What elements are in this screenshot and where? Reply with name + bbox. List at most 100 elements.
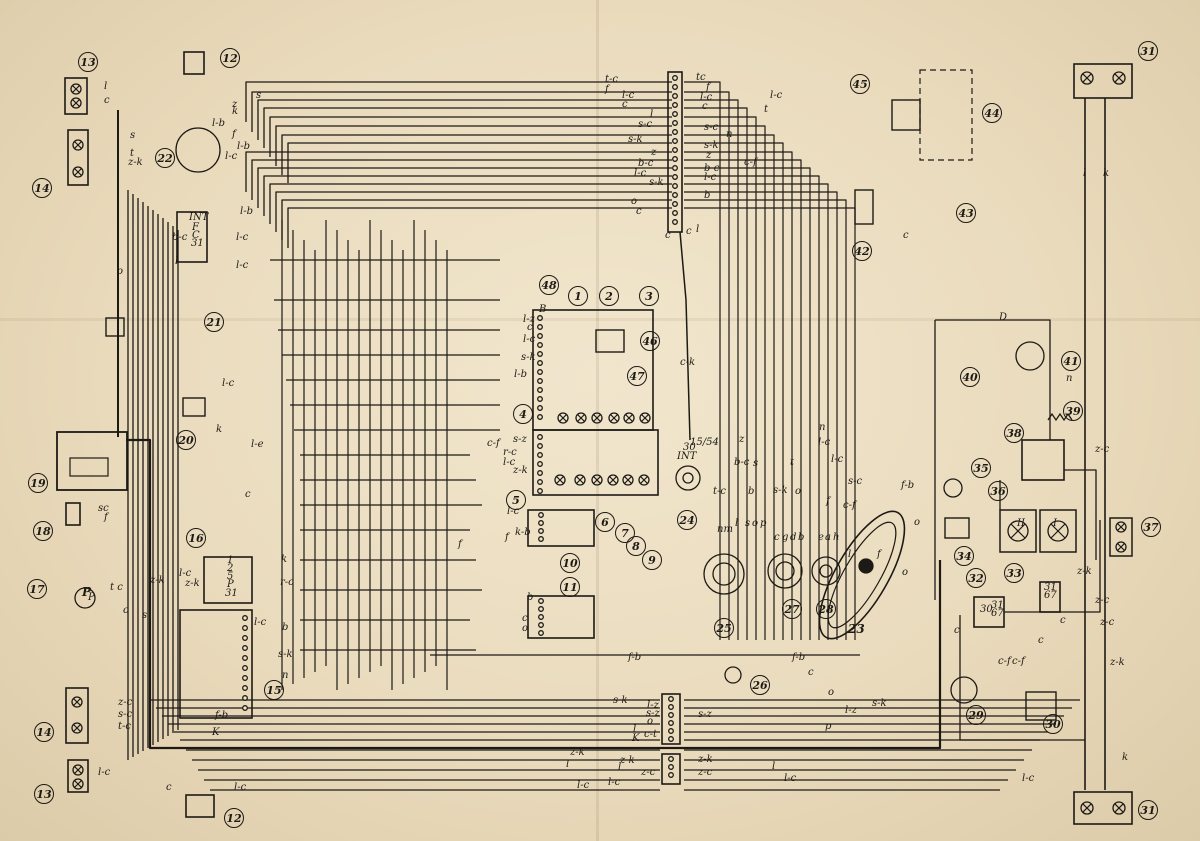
component-callout-37: 37	[1141, 517, 1161, 537]
wire-label: s-k	[872, 698, 887, 709]
lamp-symbol	[607, 474, 619, 486]
wire-label: s-c	[704, 122, 719, 133]
harness-top-wire	[287, 142, 672, 183]
wire-label: l-z	[523, 314, 535, 325]
terminal	[672, 138, 678, 144]
wire-label: d	[790, 532, 797, 543]
wire-label: n	[726, 129, 733, 140]
lamp-cross	[74, 766, 82, 774]
wire-label: 31	[991, 600, 1004, 611]
wire-label: l-c	[818, 437, 831, 448]
component-callout-11: 11	[560, 577, 580, 597]
wire-label: P	[88, 592, 95, 603]
steering-wheel-23	[818, 510, 906, 640]
wire-label: c-k	[680, 357, 696, 368]
wire-label: s-k	[704, 140, 719, 151]
component-callout-29: 29	[966, 705, 986, 725]
lamp-42	[854, 189, 874, 225]
wire-label: l-c	[507, 506, 520, 517]
switch-10	[527, 509, 595, 547]
harness-right-wire	[684, 175, 820, 640]
wire-label: s	[256, 90, 262, 101]
junction-block-15	[179, 609, 253, 719]
wire-label: k	[281, 554, 288, 565]
lamp-symbol	[1112, 801, 1126, 815]
harness-right-wire	[684, 159, 802, 640]
component-callout-8: 8	[626, 536, 646, 556]
wire-label: b-c	[638, 158, 654, 169]
harness-right-wire	[684, 81, 721, 640]
harness-top-wire	[257, 99, 672, 140]
wire-label: l-b	[237, 141, 250, 152]
wire-label: c-f	[998, 656, 1011, 667]
component-callout-12: 12	[220, 48, 240, 68]
wire-label: l-c	[503, 457, 516, 468]
lamp-cross	[1010, 523, 1026, 539]
connector-25-inner	[712, 562, 736, 586]
component-callout-30: 30	[1043, 714, 1063, 734]
lamp-symbol	[622, 474, 634, 486]
component-callout-16: 16	[186, 528, 206, 548]
battery-earth-cable	[126, 438, 942, 750]
wire-label: l-c	[704, 172, 717, 183]
wire-label: b	[704, 190, 711, 201]
wire-label: s-z	[646, 708, 660, 719]
wire-label: t	[790, 457, 795, 468]
wire-label: c-f	[843, 500, 856, 511]
lamp-cross	[1114, 73, 1124, 83]
horn-12-bottom	[185, 794, 215, 818]
wire-label: k	[232, 106, 239, 117]
wire-label: b-c	[172, 232, 188, 243]
switch-28	[811, 556, 841, 586]
wire-label: l	[175, 256, 179, 267]
wire-label: s-k	[278, 649, 293, 660]
headlamp-14-bottom	[65, 687, 89, 744]
wire-label: r-c	[280, 577, 294, 588]
wire-label: l-c	[831, 454, 844, 465]
fuel-gauge-29	[950, 676, 978, 704]
terminal	[668, 712, 674, 718]
wire-label: l-b	[514, 369, 527, 380]
terminal	[668, 720, 674, 726]
wire-label: z-k	[1077, 566, 1092, 577]
component-callout-27: 27	[782, 599, 802, 619]
terminal	[537, 360, 543, 366]
wire-label: INT	[189, 212, 209, 223]
component-callout-9: 9	[642, 550, 662, 570]
terminal	[672, 210, 678, 216]
wire-label: p	[760, 518, 767, 529]
wire-label: k	[1103, 168, 1110, 179]
ignition-switch-24	[675, 465, 701, 491]
wiper-motor-44	[919, 69, 973, 161]
wire-label: s-c	[118, 709, 133, 720]
harness-top-wire	[281, 199, 672, 240]
harness-right-wire	[684, 183, 829, 640]
wire-label: c	[622, 99, 628, 110]
wire-label: f-b	[792, 652, 806, 663]
terminal	[672, 192, 678, 198]
paper-fold-horizontal	[0, 318, 1200, 321]
component-callout-2: 2	[599, 286, 619, 306]
component-callout-33: 33	[1004, 563, 1024, 583]
wire-label: c	[954, 625, 960, 636]
lamp-symbol	[591, 412, 603, 424]
wire-label: 31	[225, 588, 238, 599]
terminal	[668, 736, 674, 742]
battery-19	[56, 431, 128, 491]
regulator-21	[176, 211, 208, 263]
wire-label: B	[539, 304, 547, 315]
terminal	[537, 324, 543, 330]
component-callout-13: 13	[78, 52, 98, 72]
wire	[959, 615, 1085, 741]
wire-label: l	[696, 224, 700, 235]
wire-label: f-b	[215, 710, 229, 721]
terminal	[537, 452, 543, 458]
central-connector-strip	[667, 71, 683, 233]
harness-top-wire	[251, 159, 672, 200]
component-callout-38: 38	[1004, 423, 1024, 443]
harness-top-wire	[251, 91, 672, 132]
terminal	[538, 598, 544, 604]
wire-label: f	[877, 549, 881, 560]
wire-label: l-b	[240, 206, 253, 217]
